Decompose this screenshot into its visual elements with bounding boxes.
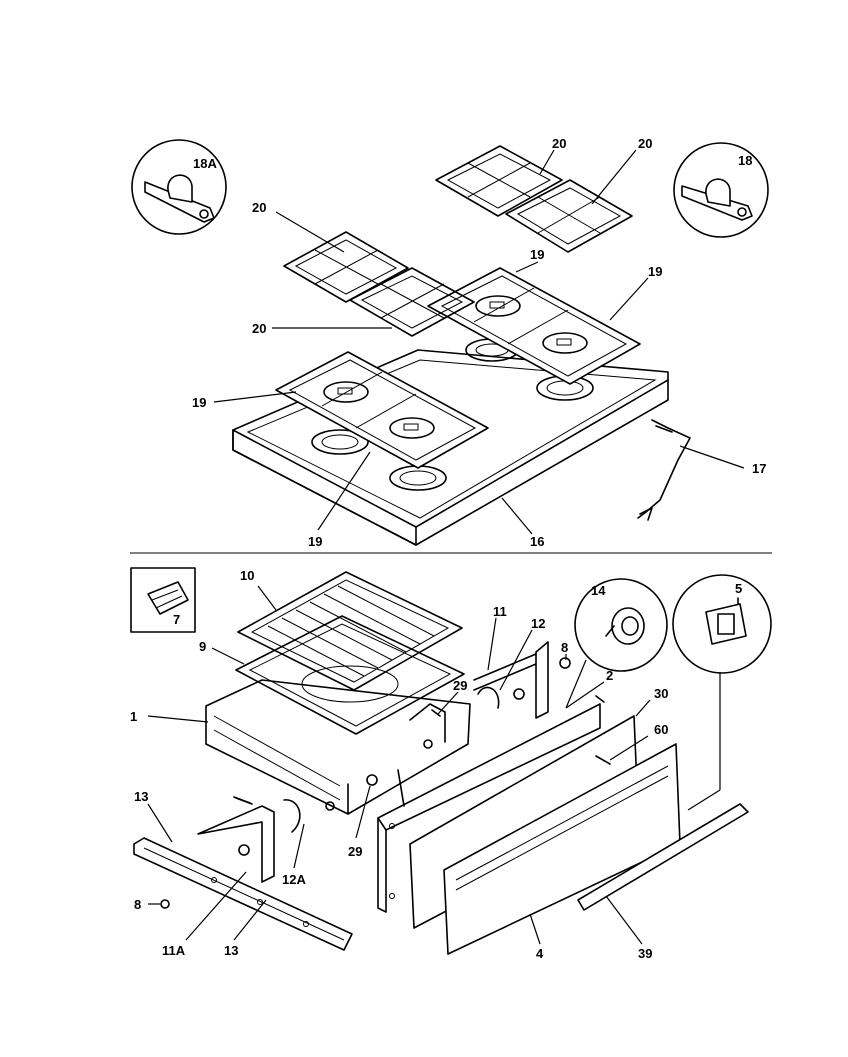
support-rod: [637, 419, 691, 521]
label-13-bottom: 13: [224, 943, 238, 958]
cooktop-assembly: [131, 139, 769, 546]
label-20-right-a: 20: [552, 136, 566, 151]
screw-small: [233, 769, 405, 807]
left-grates: [283, 231, 475, 337]
broiler-grid: [237, 571, 463, 691]
side-bracket-right: [473, 641, 549, 719]
nut-8-left: [160, 899, 170, 909]
label-2: 2: [606, 668, 613, 683]
drawer-door: [443, 743, 681, 955]
label-14: 14: [591, 583, 606, 598]
inset-18: [673, 142, 769, 238]
right-grates: [435, 145, 633, 253]
leader-lines: [147, 149, 745, 945]
label-20-left-top: 20: [252, 200, 266, 215]
label-19-top: 19: [530, 247, 544, 262]
broiler-drawer: [205, 679, 471, 815]
label-12: 12: [531, 616, 545, 631]
label-11: 11: [493, 604, 507, 619]
label-29-bottom: 29: [348, 844, 362, 859]
label-29-top: 29: [453, 678, 467, 693]
label-1: 1: [130, 709, 137, 724]
label-8-left: 8: [134, 897, 141, 912]
label-19-left: 19: [192, 395, 206, 410]
label-7: 7: [173, 612, 180, 627]
broiler-pan: [235, 615, 465, 735]
inset-14: [574, 578, 668, 672]
label-18: 18: [738, 153, 752, 168]
label-18A: 18A: [193, 156, 217, 171]
label-39: 39: [638, 946, 652, 961]
broiler-assembly: [130, 567, 772, 955]
inset-18a: [131, 139, 227, 235]
label-11A: 11A: [162, 943, 186, 958]
front-bracket-panel: [377, 695, 605, 913]
screw-60: [595, 755, 611, 765]
right-burner-frame: [427, 267, 641, 385]
trim-bar: [577, 803, 749, 911]
label-30: 30: [654, 686, 668, 701]
label-19-right: 19: [648, 264, 662, 279]
label-8-right: 8: [561, 640, 568, 655]
screws-29: [366, 709, 441, 786]
label-20-left-bottom: 20: [252, 321, 266, 336]
label-12A: 12A: [282, 872, 306, 887]
part-labels: 18A 20 20 20 18 20 19 19 19 19 17 16 7 1…: [130, 136, 766, 961]
label-10: 10: [240, 568, 254, 583]
label-13-top: 13: [134, 789, 148, 804]
nut-8-right: [559, 657, 571, 669]
drawer-rail: [133, 837, 353, 951]
label-60: 60: [654, 722, 668, 737]
label-4: 4: [536, 946, 544, 961]
inset-7-box: [130, 567, 196, 633]
label-20-right-b: 20: [638, 136, 652, 151]
label-16: 16: [530, 534, 544, 549]
inset-5: [672, 574, 772, 674]
label-19-bottom: 19: [308, 534, 322, 549]
label-17: 17: [752, 461, 766, 476]
label-5: 5: [735, 581, 742, 596]
left-burner-frame: [275, 351, 489, 469]
label-9: 9: [199, 639, 206, 654]
